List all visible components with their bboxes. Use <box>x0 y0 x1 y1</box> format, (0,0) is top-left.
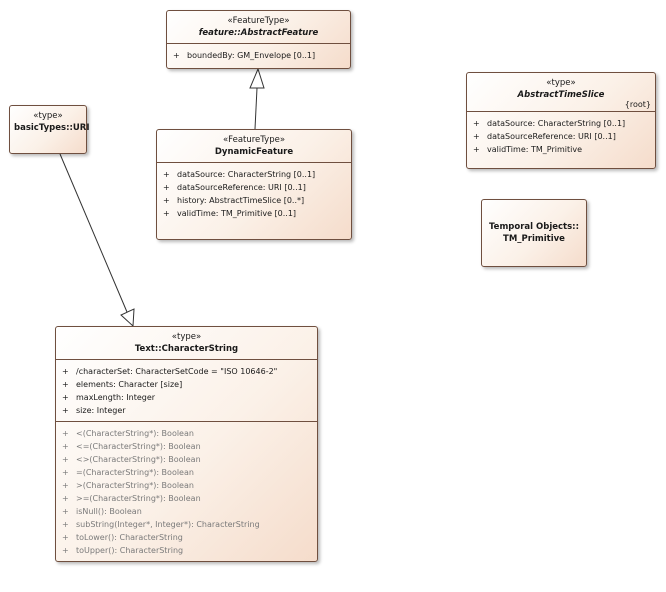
class-name: AbstractTimeSlice <box>517 90 605 100</box>
attribute-text: /characterSet: CharacterSetCode = "ISO 1… <box>76 367 278 376</box>
visibility-marker: + <box>62 455 69 464</box>
class-name-line1: Temporal Objects:: <box>489 222 579 232</box>
operation-row[interactable]: + <(CharacterString*): Boolean <box>60 427 313 440</box>
attribute-text: maxLength: Integer <box>76 393 156 402</box>
operation-row[interactable]: + >(CharacterString*): Boolean <box>60 479 313 492</box>
attributes-compartment: + boundedBy: GM_Envelope [0..1] <box>167 43 350 66</box>
visibility-marker: + <box>473 145 480 154</box>
operations-compartment: + <(CharacterString*): Boolean + <=(Charact… <box>56 421 317 561</box>
operation-text: <>(CharacterString*): Boolean <box>76 455 201 464</box>
stereotype-label: «type» <box>171 332 202 342</box>
generalization-uri-to-characterstring[interactable] <box>59 153 135 328</box>
attribute-row[interactable]: + dataSourceReference: URI [0..1] <box>161 181 347 194</box>
operation-text: isNull(): Boolean <box>76 507 142 516</box>
class-name-line2: TM_Primitive <box>503 234 565 244</box>
visibility-marker: + <box>62 442 69 451</box>
attribute-row[interactable]: + validTime: TM_Primitive <box>471 143 651 156</box>
operation-text: <(CharacterString*): Boolean <box>76 429 194 438</box>
attributes-compartment: + dataSource: CharacterString [0..1] + data… <box>467 111 655 160</box>
visibility-marker: + <box>62 494 69 503</box>
operation-row[interactable]: + <>(CharacterString*): Boolean <box>60 453 313 466</box>
visibility-marker: + <box>173 51 180 60</box>
visibility-marker: + <box>163 196 170 205</box>
attribute-text: dataSource: CharacterString [0..1] <box>177 170 316 179</box>
visibility-marker: + <box>62 393 69 402</box>
root-tag: {root} <box>624 100 651 109</box>
class-header: «FeatureType» feature::AbstractFeature <box>167 11 350 43</box>
class-dynamic-feature[interactable]: «FeatureType» DynamicFeature + dataSource… <box>156 129 352 240</box>
class-header: Temporal Objects:: TM_Primitive <box>482 200 586 266</box>
visibility-marker: + <box>62 546 69 555</box>
class-abstract-feature[interactable]: «FeatureType» feature::AbstractFeature +… <box>166 10 351 69</box>
stereotype-label: «FeatureType» <box>227 16 290 26</box>
attribute-row[interactable]: + dataSource: CharacterString [0..1] <box>161 168 347 181</box>
visibility-marker: + <box>62 367 69 376</box>
class-header: «type» basicTypes::URI <box>10 106 90 138</box>
attribute-row[interactable]: + /characterSet: CharacterSetCode = "ISO … <box>60 365 313 378</box>
visibility-marker: + <box>62 481 69 490</box>
visibility-marker: + <box>473 119 480 128</box>
generalization-dynamicfeature-to-abstractfeature[interactable] <box>249 67 265 130</box>
class-name: Text::CharacterString <box>134 344 239 354</box>
visibility-marker: + <box>62 533 69 542</box>
attribute-row[interactable]: + elements: Character [size] <box>60 378 313 391</box>
operation-row[interactable]: + toLower(): CharacterString <box>60 531 313 544</box>
visibility-marker: + <box>473 132 480 141</box>
attributes-compartment: + dataSource: CharacterString [0..1] + data… <box>157 162 351 224</box>
visibility-marker: + <box>62 468 69 477</box>
operation-row[interactable]: + =(CharacterString*): Boolean <box>60 466 313 479</box>
visibility-marker: + <box>62 406 69 415</box>
attribute-text: validTime: TM_Primitive <box>487 145 582 154</box>
attribute-text: boundedBy: GM_Envelope [0..1] <box>187 51 316 60</box>
attribute-text: dataSourceReference: URI [0..1] <box>487 132 616 141</box>
attribute-row[interactable]: + dataSourceReference: URI [0..1] <box>471 130 651 143</box>
attribute-row[interactable]: + validTime: TM_Primitive [0..1] <box>161 207 347 220</box>
operation-text: toLower(): CharacterString <box>76 533 183 542</box>
attribute-row[interactable]: + history: AbstractTimeSlice [0..*] <box>161 194 347 207</box>
attribute-row[interactable]: + dataSource: CharacterString [0..1] <box>471 117 651 130</box>
visibility-marker: + <box>62 520 69 529</box>
operation-row[interactable]: + toUpper(): CharacterString <box>60 544 313 557</box>
visibility-marker: + <box>62 380 69 389</box>
visibility-marker: + <box>62 429 69 438</box>
operation-text: subString(Integer*, Integer*): Character… <box>76 520 260 529</box>
operation-text: =(CharacterString*): Boolean <box>76 468 194 477</box>
operation-text: <=(CharacterString*): Boolean <box>76 442 201 451</box>
attribute-row[interactable]: + maxLength: Integer <box>60 391 313 404</box>
class-name: basicTypes::URI <box>14 123 90 133</box>
visibility-marker: + <box>163 170 170 179</box>
class-character-string[interactable]: «type» Text::CharacterString + /character… <box>55 326 318 562</box>
attribute-text: size: Integer <box>76 406 126 415</box>
class-header: «type» AbstractTimeSlice <box>467 73 655 102</box>
attribute-text: dataSourceReference: URI [0..1] <box>177 183 306 192</box>
operation-row[interactable]: + <=(CharacterString*): Boolean <box>60 440 313 453</box>
operation-row[interactable]: + subString(Integer*, Integer*): Characte… <box>60 518 313 531</box>
stereotype-label: «type» <box>546 78 576 88</box>
attribute-text: validTime: TM_Primitive [0..1] <box>177 209 297 218</box>
visibility-marker: + <box>62 507 69 516</box>
class-header: «type» Text::CharacterString <box>56 327 317 359</box>
attribute-row[interactable]: + size: Integer <box>60 404 313 417</box>
class-uri[interactable]: «type» basicTypes::URI <box>9 105 90 154</box>
visibility-marker: + <box>163 209 170 218</box>
operation-text: >(CharacterString*): Boolean <box>76 481 194 490</box>
visibility-marker: + <box>163 183 170 192</box>
stereotype-label: «type» <box>33 111 63 121</box>
attributes-compartment: + /characterSet: CharacterSetCode = "ISO … <box>56 359 317 421</box>
class-header: «FeatureType» DynamicFeature <box>157 130 351 162</box>
class-tm-primitive[interactable]: Temporal Objects:: TM_Primitive <box>481 199 587 267</box>
operation-text: toUpper(): CharacterString <box>76 546 184 555</box>
attribute-row[interactable]: + boundedBy: GM_Envelope [0..1] <box>171 49 346 62</box>
attribute-text: history: AbstractTimeSlice [0..*] <box>177 196 305 205</box>
operation-row[interactable]: + isNull(): Boolean <box>60 505 313 518</box>
class-name: feature::AbstractFeature <box>198 28 319 38</box>
attribute-text: dataSource: CharacterString [0..1] <box>487 119 626 128</box>
stereotype-label: «FeatureType» <box>222 135 286 145</box>
operation-row[interactable]: + >=(CharacterString*): Boolean <box>60 492 313 505</box>
attribute-text: elements: Character [size] <box>76 380 183 389</box>
operation-text: >=(CharacterString*): Boolean <box>76 494 201 503</box>
class-name: DynamicFeature <box>214 147 294 157</box>
class-abstract-time-slice[interactable]: «type» AbstractTimeSlice {root} + dataSou… <box>466 72 656 169</box>
